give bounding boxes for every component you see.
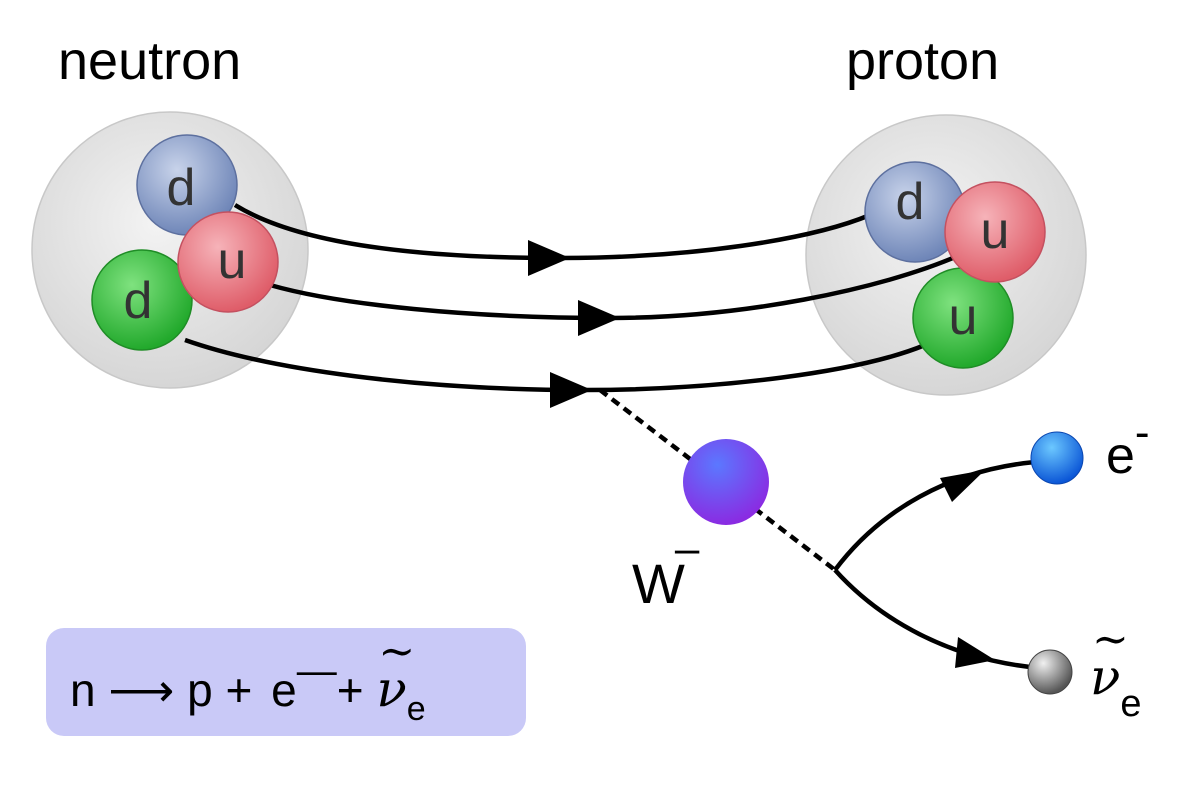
decay-equation: n ⟶ p + e—+ ~ ν e bbox=[70, 626, 426, 728]
electron-symbol: e bbox=[1106, 427, 1135, 485]
antineutrino-line bbox=[833, 568, 1041, 671]
equation-nu-tilde: ~ bbox=[378, 626, 416, 677]
neutron-quark-d-top-label: d bbox=[167, 159, 196, 217]
electron-arrowhead bbox=[940, 470, 985, 502]
w-boson-particle bbox=[683, 439, 769, 525]
antineutrino-nu: ν bbox=[1090, 648, 1121, 706]
equation-box bbox=[46, 628, 526, 736]
electron-charge: - bbox=[1134, 408, 1150, 457]
antineutrino-symbol: ~ ν bbox=[1090, 618, 1129, 703]
arrowhead-middle bbox=[578, 300, 620, 336]
proton-quark-d-label: d bbox=[896, 173, 925, 231]
antineutrino-tilde: ~ bbox=[1092, 614, 1129, 665]
equation-plus-2: + bbox=[336, 664, 364, 716]
proton-quark-u-top bbox=[944, 181, 1046, 283]
w-boson-label: W– bbox=[632, 527, 709, 612]
w-propagator bbox=[598, 388, 837, 572]
equation-nu: ~ ν bbox=[376, 626, 415, 718]
equation-nu-symbol: ν bbox=[376, 660, 407, 718]
equation-e: e bbox=[271, 664, 297, 716]
antineutrino-label: ~ ν e bbox=[1090, 618, 1142, 724]
world-line-top bbox=[233, 203, 871, 261]
neutron-quark-u-label: u bbox=[218, 232, 247, 290]
equation-n: n bbox=[70, 664, 96, 716]
neutron-quark-u bbox=[177, 211, 279, 313]
electron-label: e- bbox=[1106, 411, 1150, 485]
antineutrino-arrowhead bbox=[955, 637, 995, 668]
equation-plus-1: + bbox=[225, 664, 253, 716]
electron-line bbox=[833, 459, 1036, 572]
neutron-quark-d-bottom-label: d bbox=[124, 272, 153, 330]
w-boson-charge: – bbox=[674, 524, 700, 573]
antineutrino-subscript: e bbox=[1120, 683, 1142, 725]
arrowhead-bottom bbox=[550, 372, 592, 408]
w-boson-symbol: W bbox=[632, 552, 685, 615]
neutron-quark-d-bottom bbox=[91, 249, 193, 351]
equation-e-charge: — bbox=[296, 649, 337, 693]
electron-particle bbox=[1030, 431, 1084, 485]
antineutrino-particle bbox=[1027, 649, 1073, 695]
proton-label: proton bbox=[846, 31, 1000, 91]
equation-p: p bbox=[187, 664, 213, 716]
equation-nu-subscript: e bbox=[406, 690, 426, 728]
proton-quark-u-top-label: u bbox=[981, 202, 1010, 260]
arrowhead-top bbox=[528, 240, 570, 276]
equation-arrow: ⟶ bbox=[108, 664, 175, 716]
neutron-label: neutron bbox=[58, 31, 242, 91]
proton-quark-u-bottom-label: u bbox=[949, 288, 978, 346]
